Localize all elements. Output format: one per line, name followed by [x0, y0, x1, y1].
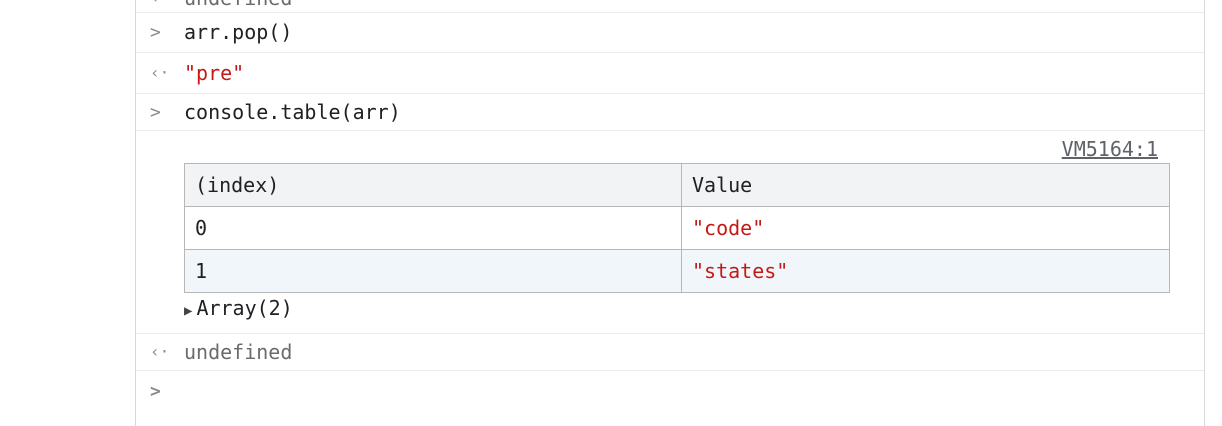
return-arrow-icon: ‹·	[150, 63, 170, 82]
table-cell-index: 0	[184, 206, 682, 250]
table-header-value[interactable]: Value	[681, 163, 1170, 207]
prompt-caret-icon: >	[150, 381, 161, 402]
return-value: undefined	[184, 340, 293, 364]
console-panel: ‹· undefined > arr.pop() ‹· "pre" > cons…	[136, 0, 1205, 426]
console-entry-input[interactable]: > console.table(arr)	[136, 94, 1204, 131]
console-table: (index) Value 0 "code" 1 "states"	[184, 163, 1170, 293]
array-label: Array(2)	[196, 296, 293, 320]
input-code: arr.pop()	[184, 20, 293, 44]
input-code: console.table(arr)	[184, 100, 401, 124]
array-tree-toggle[interactable]: ▶Array(2)	[184, 296, 293, 320]
table-cell-index: 1	[184, 249, 682, 293]
expand-triangle-icon[interactable]: ▶	[184, 303, 193, 319]
table-header-index[interactable]: (index)	[184, 163, 682, 207]
console-entry-input[interactable]: > arr.pop()	[136, 12, 1204, 53]
table-row: 0 "code"	[184, 206, 1170, 250]
return-value: "pre"	[184, 61, 245, 85]
table-row: 1 "states"	[184, 249, 1170, 293]
table-header-row: (index) Value	[184, 163, 1170, 207]
console-entry-return: ‹· undefined	[136, 0, 1204, 13]
console-entry-return: ‹· "pre"	[136, 53, 1204, 94]
input-chevron-icon: >	[150, 22, 161, 43]
input-chevron-icon: >	[150, 102, 161, 123]
table-cell-value: "code"	[681, 206, 1170, 250]
return-value: undefined	[184, 0, 292, 10]
console-entry-return: ‹· undefined	[136, 334, 1204, 371]
table-cell-value: "states"	[681, 249, 1170, 293]
console-prompt[interactable]: >	[136, 371, 1204, 426]
return-arrow-icon: ‹·	[150, 342, 170, 361]
source-link[interactable]: VM5164:1	[1061, 137, 1158, 161]
return-arrow-icon: ‹·	[150, 0, 169, 7]
left-gutter	[0, 0, 136, 426]
console-table-output	[136, 131, 1204, 334]
